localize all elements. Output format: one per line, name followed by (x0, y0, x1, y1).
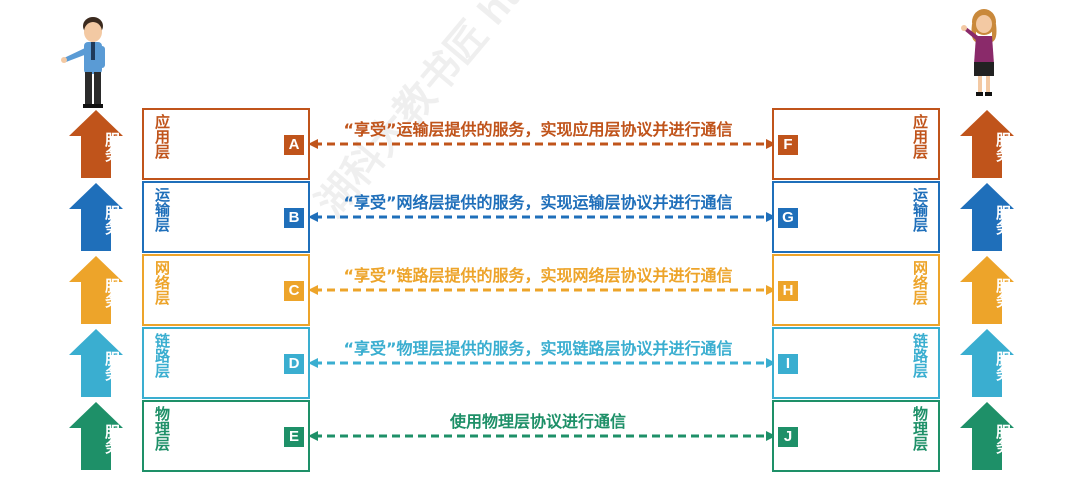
up-arrow-icon (69, 402, 123, 470)
right-layer-box: 链路层 I (772, 327, 940, 399)
service-label: 服务 (994, 132, 1012, 162)
service-arrow-right: 服务 (960, 183, 1014, 251)
up-arrow-icon (69, 256, 123, 324)
up-arrow-icon (69, 110, 123, 178)
arrowhead-left-icon (308, 285, 318, 295)
layer-name: 链路层 (911, 333, 929, 378)
up-arrow-icon (960, 110, 1014, 178)
layer-name: 应用层 (153, 114, 171, 159)
arrowhead-right-icon (766, 212, 776, 222)
up-arrow-icon (960, 402, 1014, 470)
left-layer-box: 链路层 D (142, 327, 310, 399)
service-arrow-right: 服务 (960, 329, 1014, 397)
layer-name: 应用层 (911, 114, 929, 159)
left-layer-box: 运输层 B (142, 181, 310, 253)
arrowhead-right-icon (766, 139, 776, 149)
service-arrow-left: 服务 (69, 256, 123, 324)
man-icon (61, 17, 105, 108)
left-layer-box: 物理层 E (142, 400, 310, 472)
left-layer-box: 网络层 C (142, 254, 310, 326)
service-arrow-right: 服务 (960, 110, 1014, 178)
communication-message: “享受”链路层提供的服务，实现网络层协议并进行通信 (343, 266, 733, 285)
entity-letter: G (778, 208, 798, 228)
up-arrow-icon (69, 183, 123, 251)
layer-name: 运输层 (153, 187, 171, 232)
service-arrow-left: 服务 (69, 110, 123, 178)
entity-letter: J (778, 427, 798, 447)
arrowhead-left-icon (308, 212, 318, 222)
arrowhead-left-icon (308, 431, 318, 441)
arrowhead-right-icon (766, 358, 776, 368)
layer-name: 网络层 (911, 260, 929, 305)
layer-name: 网络层 (153, 260, 171, 305)
service-label: 服务 (103, 278, 121, 308)
entity-letter: B (284, 208, 304, 228)
communication-message: 使用物理层协议进行通信 (449, 412, 626, 431)
service-label: 服务 (994, 351, 1012, 381)
service-arrow-right: 服务 (960, 256, 1014, 324)
service-arrow-left: 服务 (69, 183, 123, 251)
service-label: 服务 (103, 351, 121, 381)
layer-name: 物理层 (911, 406, 929, 451)
layer-name: 物理层 (153, 406, 171, 451)
service-label: 服务 (994, 424, 1012, 454)
entity-letter: I (778, 354, 798, 374)
entity-letter: D (284, 354, 304, 374)
left-layer-box: 应用层 A (142, 108, 310, 180)
right-layer-box: 网络层 H (772, 254, 940, 326)
entity-letter: A (284, 135, 304, 155)
service-arrow-left: 服务 (69, 402, 123, 470)
arrowhead-right-icon (766, 285, 776, 295)
entity-letter: E (284, 427, 304, 447)
entity-letter: F (778, 135, 798, 155)
service-label: 服务 (994, 205, 1012, 235)
right-layer-box: 物理层 J (772, 400, 940, 472)
communication-message: “享受”物理层提供的服务，实现链路层协议并进行通信 (343, 339, 733, 358)
up-arrow-icon (960, 183, 1014, 251)
arrowhead-left-icon (308, 358, 318, 368)
service-arrow-right: 服务 (960, 402, 1014, 470)
service-label: 服务 (103, 132, 121, 162)
communication-message: “享受”网络层提供的服务，实现运输层协议并进行通信 (343, 193, 733, 212)
service-label: 服务 (103, 205, 121, 235)
service-label: 服务 (103, 424, 121, 454)
service-arrow-left: 服务 (69, 329, 123, 397)
communication-message: “享受”运输层提供的服务，实现应用层协议并进行通信 (343, 120, 733, 139)
up-arrow-icon (960, 329, 1014, 397)
right-layer-box: 应用层 F (772, 108, 940, 180)
layer-name: 链路层 (153, 333, 171, 378)
up-arrow-icon (69, 329, 123, 397)
up-arrow-icon (960, 256, 1014, 324)
layer-name: 运输层 (911, 187, 929, 232)
arrowhead-left-icon (308, 139, 318, 149)
right-layer-box: 运输层 G (772, 181, 940, 253)
entity-letter: C (284, 281, 304, 301)
entity-letter: H (778, 281, 798, 301)
arrowhead-right-icon (766, 431, 776, 441)
woman-icon (961, 9, 997, 96)
service-label: 服务 (994, 278, 1012, 308)
